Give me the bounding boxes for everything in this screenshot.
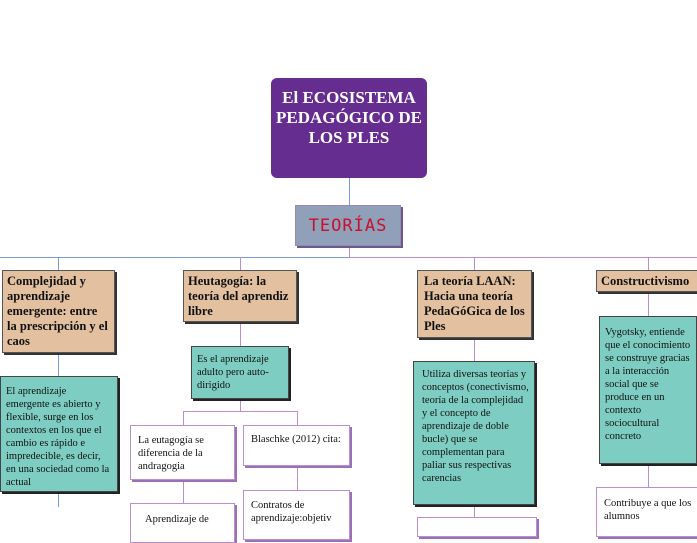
sub-laan[interactable] <box>417 517 537 537</box>
branch-complejidad[interactable]: Complejidad y aprendizaje emergente: ent… <box>2 270 115 353</box>
branch-laan[interactable]: La teoría LAAN: Hacia una teoría PedaGóG… <box>417 270 532 338</box>
detail-laan[interactable]: Utiliza diversas teorías y conceptos (co… <box>413 361 535 505</box>
branch-heutagogia[interactable]: Heutagogía: la teoría del aprendiz libre <box>183 270 297 322</box>
branch-constructivismo[interactable]: Constructivismo <box>596 270 697 292</box>
detail-heutagogia[interactable]: Es el aprendizaje adulto pero auto-dirig… <box>191 346 289 399</box>
sub-contribuye[interactable]: Contribuye a que los alumnos <box>596 487 697 537</box>
connector <box>0 257 349 258</box>
sub-contratos[interactable]: Contratos de aprendizaje:objetiv <box>243 490 350 540</box>
detail-constructivismo[interactable]: Vygotsky, entiende que el conocimiento s… <box>599 316 697 464</box>
sub-blaschke[interactable]: Blaschke (2012) cita: <box>243 425 350 466</box>
sub-aprendizaje[interactable]: Aprendizaje de <box>130 503 235 543</box>
connector <box>349 257 697 258</box>
connector <box>240 257 241 411</box>
connector <box>183 411 297 412</box>
connector <box>349 246 350 257</box>
connector <box>349 178 350 205</box>
central-topic[interactable]: El ECOSISTEMA PEDAGÓGICO DE LOS PLES <box>271 78 427 178</box>
sub-eutagogia[interactable]: La eutagogía se diferencia de la andrago… <box>130 425 235 480</box>
theories-node[interactable]: TEORÍAS <box>295 205 401 246</box>
detail-complejidad[interactable]: El aprendizaje emergente es abierto y fl… <box>0 376 118 492</box>
